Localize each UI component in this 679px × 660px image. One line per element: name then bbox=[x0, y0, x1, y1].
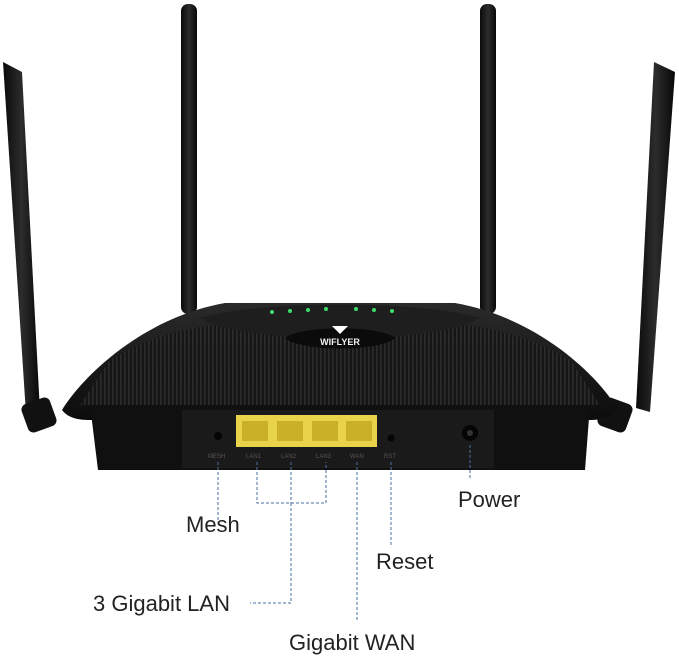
antenna-right-inner bbox=[480, 4, 496, 314]
callout-lines bbox=[217, 445, 471, 622]
port-label-lan3: LAN3 bbox=[316, 454, 332, 460]
power-jack[interactable] bbox=[462, 425, 478, 441]
lan2-port[interactable] bbox=[277, 421, 303, 441]
reset-button[interactable] bbox=[387, 434, 395, 442]
logo-text: WIFLYER bbox=[320, 337, 360, 347]
callout-wan: Gigabit WAN bbox=[289, 630, 416, 655]
callout-mesh: Mesh bbox=[186, 512, 240, 537]
antenna-left-outer bbox=[3, 62, 57, 433]
port-panel bbox=[214, 415, 478, 447]
callout-reset: Reset bbox=[376, 549, 434, 574]
lan3-port[interactable] bbox=[312, 421, 338, 441]
callout-power: Power bbox=[458, 487, 521, 512]
callout-lan: 3 Gigabit LAN bbox=[93, 591, 230, 616]
wan-port[interactable] bbox=[346, 421, 372, 441]
brand-logo bbox=[285, 326, 395, 349]
lan-leader bbox=[250, 503, 292, 604]
port-label-rst: RST bbox=[384, 454, 396, 460]
mesh-button[interactable] bbox=[214, 432, 222, 440]
lan-port-block bbox=[236, 415, 377, 447]
port-label-lan1: LAN1 bbox=[246, 454, 262, 460]
lan1-port[interactable] bbox=[242, 421, 268, 441]
antenna-right-outer bbox=[597, 62, 675, 433]
port-labels: MESH LAN1 LAN2 LAN3 WAN RST bbox=[208, 454, 396, 460]
status-leds bbox=[270, 307, 394, 314]
antenna-left-inner bbox=[181, 4, 197, 314]
port-label-lan2: LAN2 bbox=[281, 454, 297, 460]
port-label-mesh: MESH bbox=[208, 454, 225, 460]
port-label-wan: WAN bbox=[350, 454, 364, 460]
